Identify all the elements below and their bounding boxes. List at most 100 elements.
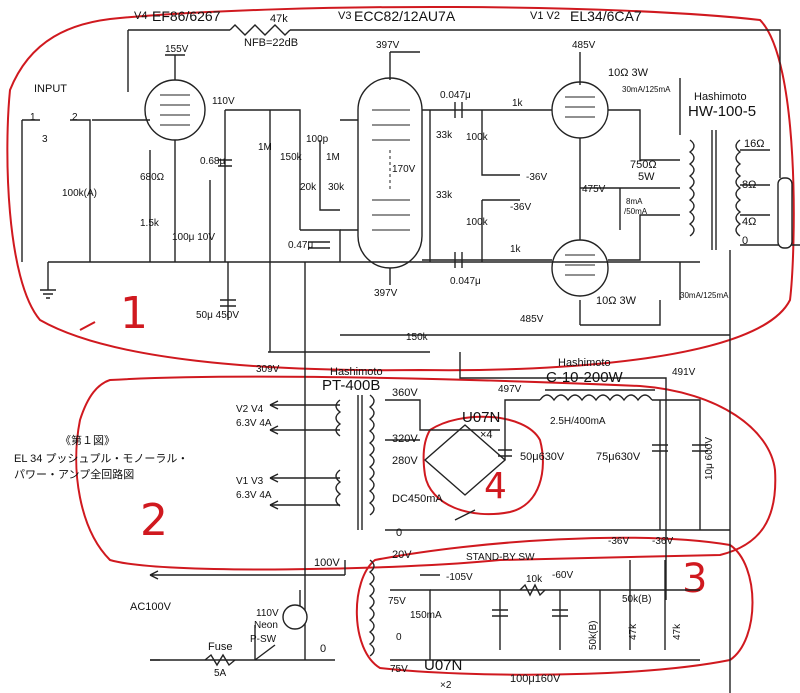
schematic-label: DC450mA — [392, 493, 443, 505]
schematic-label: PT-400B — [322, 377, 380, 394]
schematic-label: V2 V4 — [236, 404, 264, 415]
region-3-number: 3 — [682, 556, 707, 602]
schematic-label: 1M — [258, 142, 272, 153]
schematic-label: 4Ω — [742, 216, 756, 228]
schematic-label: 0.047μ — [440, 90, 471, 101]
schematic-label: P-SW — [250, 634, 277, 645]
schematic-label: 1.5k — [140, 218, 160, 229]
schematic-label: 3 — [42, 134, 48, 145]
schematic-label: 497V — [498, 384, 522, 395]
schematic-label: 397V — [374, 288, 398, 299]
schematic-label: 30k — [328, 182, 345, 193]
schematic-label: 1 — [30, 112, 36, 123]
schematic-label: -36V — [526, 172, 547, 183]
red-annotations: 1 2 3 4 — [6, 5, 795, 676]
label-v4: V4 — [134, 10, 147, 22]
schematic-label: 33k — [436, 190, 453, 201]
schematic-label: 100μ 10V — [172, 232, 215, 243]
label-nfb: NFB=22dB — [244, 37, 298, 49]
region-1-number: 1 — [120, 288, 148, 339]
schematic-label: Fuse — [208, 641, 232, 653]
schematic-label: 2 — [72, 112, 78, 123]
schematic-label: 680Ω — [140, 172, 165, 183]
label-ecc82: ECC82/12AU7A — [354, 8, 456, 24]
schematic-label: 50μ630V — [520, 451, 565, 463]
schematic-label: 75V — [388, 596, 406, 607]
schematic-label: -36V — [608, 536, 629, 547]
bias-supply-wiring — [390, 560, 700, 661]
schematic-label: 30mA/125mA — [680, 291, 729, 300]
schematic-label: 20V — [392, 549, 412, 561]
schematic-label: 10k — [526, 574, 543, 585]
schematic-label: 100k — [466, 217, 489, 228]
schematic-label: 50k(B) — [622, 594, 651, 605]
schematic-label: 150mA — [410, 610, 442, 621]
schematic-label: C-10-200W — [546, 369, 624, 386]
schematic-label: 47k — [628, 623, 639, 640]
schematic-label: 0.47μ — [288, 240, 313, 251]
schematic-label: -105V — [446, 572, 473, 583]
schematic-label: 6.3V 4A — [236, 490, 272, 501]
region-2-outline — [75, 375, 777, 571]
schematic-label: 100V — [314, 557, 340, 569]
region-1-tick — [79, 321, 96, 331]
schematic-label: 0 — [396, 632, 402, 643]
schematic-label: V1 V3 — [236, 476, 264, 487]
schematic-label: 1k — [510, 244, 522, 255]
power-supply-wiring — [149, 389, 730, 667]
schematic-label: 100k(A) — [62, 188, 97, 199]
label-v1v2: V1 V2 — [530, 10, 560, 22]
region-1-outline — [6, 5, 795, 372]
schematic-label: 0 — [396, 527, 402, 539]
schematic-label: U07N — [462, 409, 500, 426]
schematic-label: 485V — [572, 40, 596, 51]
schematic-label: 50μ 450V — [196, 310, 239, 321]
schematic-label: 485V — [520, 314, 544, 325]
label-el34: EL34/6CA7 — [570, 8, 642, 24]
schematic-label: 75V — [390, 664, 408, 675]
schematic-label: 《第１図》 — [60, 433, 115, 447]
schematic-label: HW-100-5 — [688, 103, 756, 120]
schematic-label: 0.047μ — [450, 276, 481, 287]
schematic-label: 75μ630V — [596, 451, 641, 463]
schematic-label: 1k — [512, 98, 524, 109]
schematic-label: 750Ω — [630, 159, 657, 171]
schematic-labels: V4 EF86/6267 47k NFB=22dB V3 ECC82/12AU7… — [14, 8, 764, 691]
schematic-label: 8mA — [626, 197, 643, 206]
schematic-label: 6.3V 4A — [236, 418, 272, 429]
schematic-label: 309V — [256, 364, 280, 375]
schematic-label: 16Ω — [744, 138, 764, 150]
schematic-label: Hashimoto — [558, 357, 611, 369]
schematic-label: 110V — [212, 96, 235, 107]
schematic-label: -60V — [552, 570, 573, 581]
schematic-label: 150k — [280, 152, 303, 163]
schematic-label: Neon — [254, 620, 278, 631]
schematic-label: 320V — [392, 433, 418, 445]
schematic-label: -36V — [652, 536, 673, 547]
schematic-label: 491V — [672, 367, 696, 378]
schematic-label: 280V — [392, 455, 418, 467]
schematic-label: EL 34 プッシュプル・モノーラル・ — [14, 452, 188, 465]
label-v3: V3 — [338, 10, 351, 22]
schematic-label: 397V — [376, 40, 400, 51]
schematic-label: 170V — [392, 164, 416, 175]
schematic-label: 100k — [466, 132, 489, 143]
schematic-label: STAND-BY SW — [466, 552, 535, 563]
schematic-label: 155V — [165, 44, 189, 55]
schematic-label: 150k — [406, 332, 429, 343]
region-2-number: 2 — [140, 495, 168, 546]
schematic-label: 0 — [320, 643, 326, 655]
schematic-label: 30mA/125mA — [622, 85, 671, 94]
schematic-label: 0 — [742, 235, 748, 247]
schematic-label: 360V — [392, 387, 418, 399]
schematic-label: 20k — [300, 182, 317, 193]
schematic-label: 47k — [672, 623, 683, 640]
schematic-label: /50mA — [624, 207, 648, 216]
schematic-label: 100p — [306, 134, 329, 145]
schematic-label: 50k(B) — [588, 621, 599, 650]
schematic-label: 10Ω 3W — [596, 295, 637, 307]
schematic-label: 100μ160V — [510, 673, 561, 685]
schematic-label: 475V — [582, 184, 606, 195]
schematic-label: 0.68μ — [200, 156, 225, 167]
